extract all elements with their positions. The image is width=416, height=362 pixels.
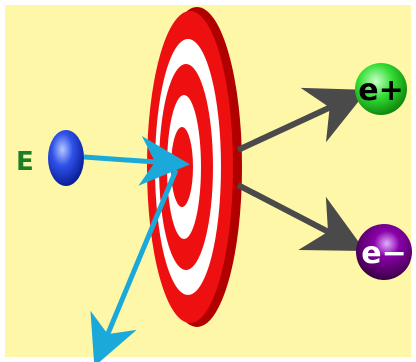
- positron-label: e+: [358, 73, 403, 108]
- positron-track-arrow: [236, 87, 368, 153]
- electron: e−: [356, 224, 412, 280]
- bullseye-target-icon: [147, 7, 242, 327]
- incoming-particle: E: [16, 130, 84, 186]
- electron-track-arrow: [236, 182, 366, 252]
- incoming-beam-arrow: [83, 135, 190, 186]
- electron-label: e−: [361, 236, 406, 271]
- deflected-beam-arrow: [90, 169, 179, 362]
- blue-sphere-icon: [48, 130, 84, 186]
- positron: e+: [355, 63, 407, 115]
- purple-sphere-icon: [356, 224, 412, 280]
- incoming-particle-label: E: [16, 147, 34, 177]
- green-sphere-icon: [355, 63, 407, 115]
